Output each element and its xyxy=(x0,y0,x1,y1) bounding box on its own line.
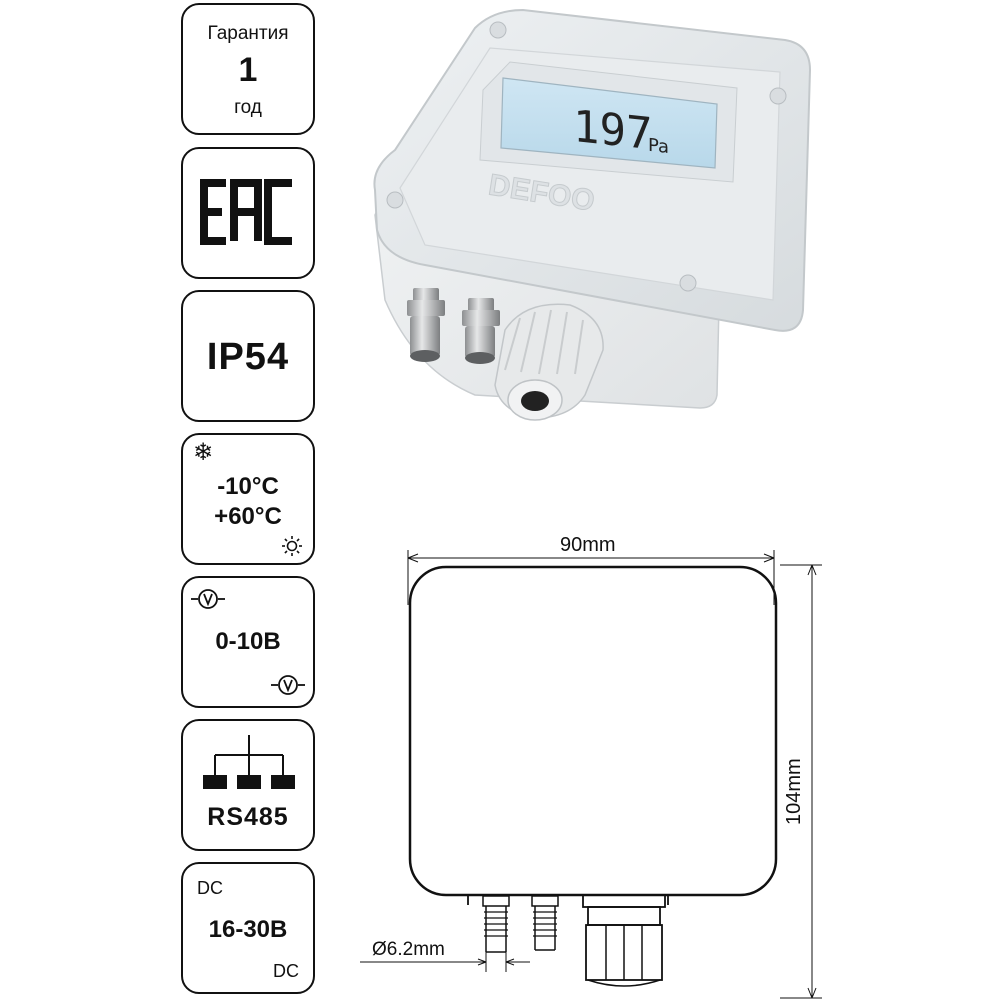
analog-output-badge: 0-10В xyxy=(181,576,315,708)
lcd-value: 197 xyxy=(573,101,652,160)
ip-rating-badge: IP54 xyxy=(181,290,315,422)
pressure-port-left xyxy=(407,288,445,362)
power-badge: DC 16-30В DC xyxy=(181,862,315,994)
screw xyxy=(386,191,404,209)
voltmeter-icon xyxy=(271,675,305,695)
screw xyxy=(679,274,697,292)
pressure-port-right xyxy=(462,298,500,364)
temperature-max: +60°C xyxy=(214,503,282,530)
product-photo: 197 Pa DEFOO xyxy=(373,8,812,421)
ip-rating-label: IP54 xyxy=(206,336,290,378)
rs485-label: RS485 xyxy=(207,803,289,831)
screw xyxy=(489,21,507,39)
temperature-min: -10°C xyxy=(217,473,279,500)
warranty-label: Гарантия xyxy=(207,23,289,44)
voltmeter-icon xyxy=(191,589,225,609)
warranty-badge: Гарантия 1 год xyxy=(181,3,315,135)
warranty-years: 1 xyxy=(238,51,258,89)
eac-badge xyxy=(181,147,315,279)
analog-output-label: 0-10В xyxy=(215,628,281,655)
power-voltage-label: 16-30В xyxy=(208,916,288,943)
warranty-unit: год xyxy=(234,97,262,118)
snowflake-icon: ❄ xyxy=(193,439,214,466)
port-diameter-label: Ø6.2mm xyxy=(372,939,445,960)
network-bus-icon xyxy=(203,735,295,789)
lcd-unit: Pa xyxy=(648,135,669,158)
height-dimension-label: 104mm xyxy=(783,758,805,825)
cable-gland xyxy=(494,303,604,421)
rs485-badge: RS485 xyxy=(181,719,315,851)
sun-icon xyxy=(282,536,302,556)
temperature-badge: ❄ -10°C +60°C xyxy=(181,433,315,565)
dimension-drawing: 90mm 104mm Ø6.2mm xyxy=(360,534,822,999)
power-type-top: DC xyxy=(197,878,223,898)
eac-mark-icon xyxy=(200,179,292,245)
screw xyxy=(769,87,787,105)
width-dimension-label: 90mm xyxy=(560,534,616,556)
power-type-bottom: DC xyxy=(273,961,299,981)
